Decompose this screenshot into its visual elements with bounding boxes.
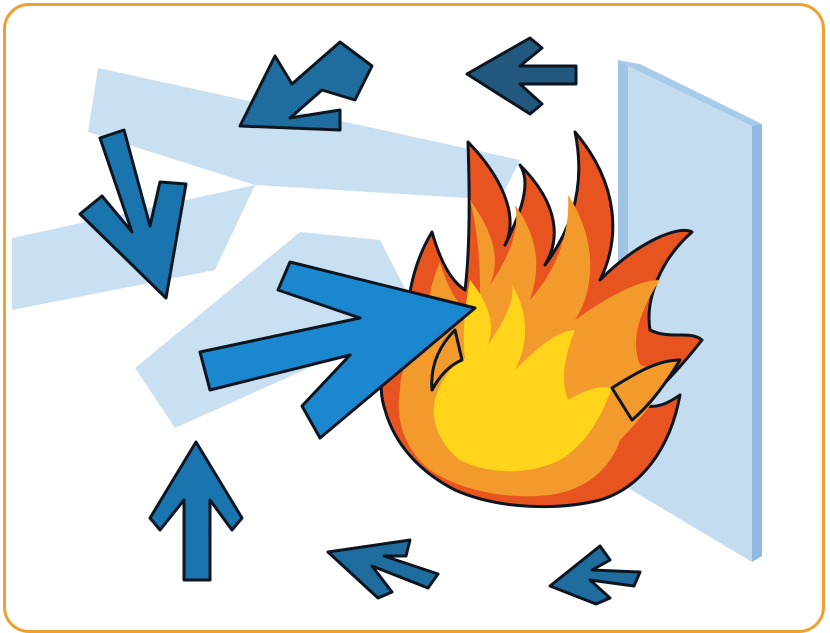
wall-edge — [752, 124, 762, 562]
wind-arrow-icon — [150, 442, 242, 580]
wind-arrow-icon — [550, 546, 640, 604]
wind-arrow-icon — [240, 42, 372, 130]
wind-arrow-icon — [467, 38, 576, 114]
wind-arrow-icon — [328, 540, 438, 598]
